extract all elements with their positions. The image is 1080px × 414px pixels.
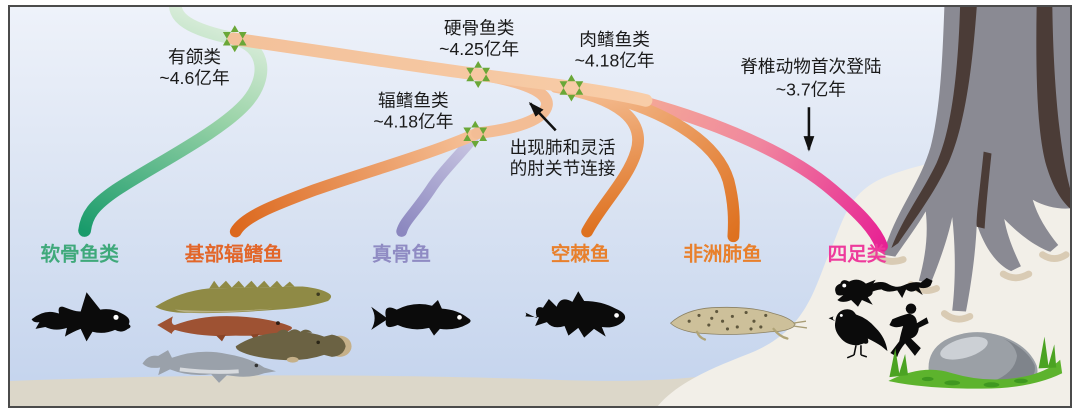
lobefin-label: 肉鳍鱼类	[579, 30, 650, 50]
reedfish-image	[157, 316, 292, 342]
taxon-label-basal-rayfin: 基部辐鳍鱼	[184, 243, 283, 266]
root-shadows	[870, 250, 1070, 323]
teleost-fish-silhouette	[371, 299, 471, 336]
bony-label: 硬骨鱼类	[444, 18, 515, 38]
branch-teleost	[396, 129, 481, 237]
branch-coelacanth	[549, 81, 644, 238]
rock	[928, 332, 1038, 384]
star-lobefin-node-icon	[559, 74, 584, 102]
bird-silhouette	[828, 309, 888, 359]
taxon-label-cartilaginous: 软骨鱼类	[40, 243, 119, 266]
rayfin-label: 辐鳍鱼类	[378, 90, 449, 110]
tree-trunk	[883, 7, 1070, 312]
jawed-time: ~4.6亿年	[159, 68, 229, 88]
sturgeon-image	[142, 350, 276, 383]
taxon-label-lungfish: 非洲肺鱼	[683, 243, 761, 266]
lobefin-time: ~4.18亿年	[575, 51, 655, 71]
brown-fish-image	[235, 329, 352, 363]
lizard-silhouette	[870, 277, 933, 299]
human-runner-silhouette	[889, 303, 929, 357]
landfall-time: ~3.7亿年	[776, 80, 846, 100]
branch-cartilaginous	[78, 7, 268, 237]
coelacanth-silhouette	[525, 291, 626, 338]
elbow-note-line1: 出现肺和灵活	[510, 138, 616, 158]
bichir-fish-image	[155, 280, 332, 314]
lungfish-image	[669, 306, 808, 341]
taxon-label-teleost: 真骨鱼	[372, 243, 431, 266]
animals	[31, 277, 1063, 389]
branch-lungfish	[571, 83, 740, 243]
frog-silhouette	[835, 279, 876, 307]
seafloor-sand	[10, 363, 786, 406]
labels: 有颌类 ~4.6亿年 硬骨鱼类 ~4.25亿年 辐鳍鱼类 ~4.18亿年 肉鳍鱼…	[40, 18, 887, 265]
grass	[888, 336, 1063, 389]
rayfin-time: ~4.18亿年	[373, 112, 453, 132]
branch-bony-main	[227, 32, 653, 107]
elbow-note-line2: 的肘关节连接	[510, 159, 616, 179]
taxon-label-tetrapod: 四足类	[828, 243, 887, 266]
evolution-diagram: 有颌类 ~4.6亿年 硬骨鱼类 ~4.25亿年 辐鳍鱼类 ~4.18亿年 肉鳍鱼…	[8, 5, 1072, 408]
star-bony-node-icon	[466, 60, 491, 88]
tree-bark-streak	[976, 151, 992, 229]
elbow-note-arrow-icon	[528, 101, 557, 132]
jawed-label: 有颌类	[168, 47, 221, 67]
phylogeny-branches	[78, 7, 888, 253]
taxon-label-coelacanth: 空棘鱼	[551, 243, 610, 266]
tree-bark-streak	[891, 7, 977, 248]
tree-bark-streak	[1036, 7, 1070, 209]
branch-tetrapod	[597, 86, 888, 253]
branch-basal-rayfin	[229, 128, 482, 238]
tree	[870, 7, 1070, 323]
landfall-label: 脊椎动物首次登陆	[740, 57, 881, 77]
star-jawed-node-icon	[222, 25, 247, 53]
cartilaginous-fish-silhouette	[31, 292, 131, 342]
bony-time: ~4.25亿年	[439, 39, 519, 59]
